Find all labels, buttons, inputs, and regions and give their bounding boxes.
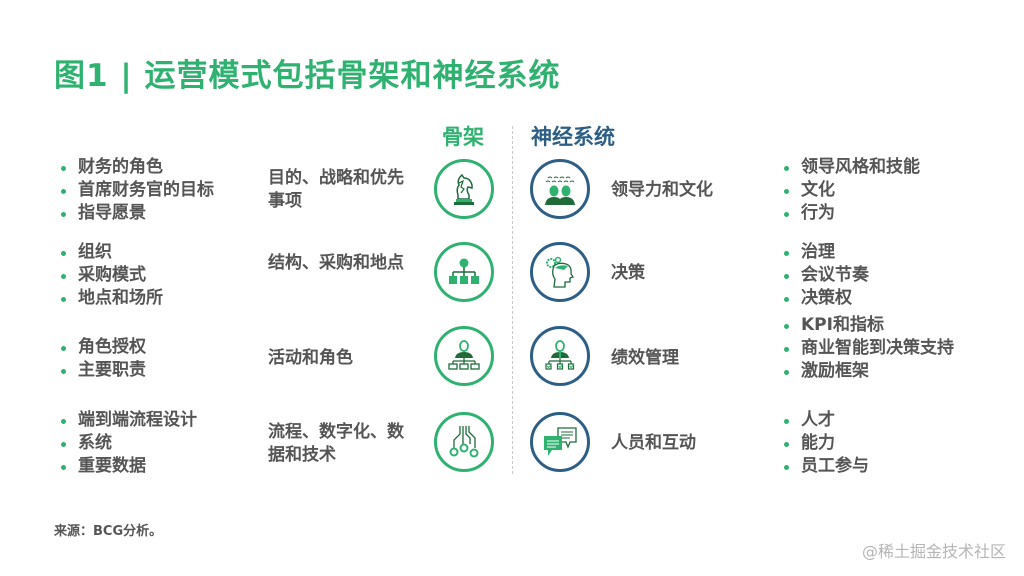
performance-checklist-icon xyxy=(545,340,575,370)
nervous-system-header: 神经系统 xyxy=(531,125,615,149)
skeleton-circle-1 xyxy=(434,159,494,219)
head-gears-icon xyxy=(546,256,575,288)
bullet-item: 主要职责 xyxy=(56,359,146,382)
bullet-item: 角色授权 xyxy=(56,336,146,359)
skeleton-label-1: 目的、战略和优先事项 xyxy=(268,168,404,211)
bullet-item: 重要数据 xyxy=(56,455,197,478)
skeleton-bullets-4: 端到端流程设计 系统 重要数据 xyxy=(56,409,197,478)
bullet-item: 激励框架 xyxy=(779,360,981,383)
nervous-label-2: 决策 xyxy=(611,263,645,283)
skeleton-label-3: 活动和角色 xyxy=(268,348,353,368)
bullet-item: 组织 xyxy=(56,241,163,264)
nervous-bullets-1: 领导风格和技能 文化 行为 xyxy=(779,156,920,225)
bullet-item: 文化 xyxy=(779,179,920,202)
bullet-item: 行为 xyxy=(779,202,920,225)
bullet-item: 首席财务官的目标 xyxy=(56,179,214,202)
skeleton-label-2: 结构、采购和地点 xyxy=(268,253,404,273)
bullet-item: 指导愿景 xyxy=(56,202,214,225)
chat-bubbles-icon xyxy=(544,427,577,456)
bullet-item: 决策权 xyxy=(779,287,869,310)
bullet-item: 人才 xyxy=(779,409,869,432)
skeleton-circle-4 xyxy=(434,412,494,472)
page-title: 图1 | 运营模式包括骨架和神经系统 xyxy=(54,58,561,94)
nervous-label-1: 领导力和文化 xyxy=(611,180,713,200)
bullet-item: 端到端流程设计 xyxy=(56,409,197,432)
manager-hierarchy-icon xyxy=(448,340,480,370)
source-note: 来源：BCG分析。 xyxy=(54,524,163,539)
nervous-bullets-4: 人才 能力 员工参与 xyxy=(779,409,869,478)
bullet-item: 员工参与 xyxy=(779,455,869,478)
bullet-item: 财务的角色 xyxy=(56,156,214,179)
skeleton-bullets-1: 财务的角色 首席财务官的目标 指导愿景 xyxy=(56,156,214,225)
process-flow-icon xyxy=(449,426,479,458)
nervous-bullets-3: KPI和指标 商业智能到决策支持 激励框架 xyxy=(779,314,981,383)
nervous-circle-3 xyxy=(530,326,590,386)
skeleton-bullets-2: 组织 采购模式 地点和场所 xyxy=(56,241,163,310)
nervous-circle-1 xyxy=(530,159,590,219)
watermark: @稀土掘金技术社区 xyxy=(861,542,1006,561)
bullet-item: 会议节奏 xyxy=(779,264,869,287)
bullet-item: 领导风格和技能 xyxy=(779,156,920,179)
skeleton-header: 骨架 xyxy=(442,125,484,149)
nervous-circle-4 xyxy=(530,412,590,472)
skeleton-circle-2 xyxy=(434,242,494,302)
skeleton-circle-3 xyxy=(434,326,494,386)
bullet-item: 商业智能到决策支持 xyxy=(779,337,981,360)
skeleton-bullets-3: 角色授权 主要职责 xyxy=(56,336,146,382)
nervous-circle-2 xyxy=(530,242,590,302)
bullet-item: 能力 xyxy=(779,432,869,455)
column-divider xyxy=(512,126,513,474)
bullet-item: 系统 xyxy=(56,432,197,455)
org-chart-icon xyxy=(449,258,479,284)
crowd-people-icon xyxy=(545,176,575,205)
nervous-label-3: 绩效管理 xyxy=(611,348,679,368)
bullet-item: 治理 xyxy=(779,241,869,264)
bullet-item: KPI和指标 xyxy=(779,314,981,337)
skeleton-label-4: 流程、数字化、数据和技术 xyxy=(268,422,404,465)
nervous-bullets-2: 治理 会议节奏 决策权 xyxy=(779,241,869,310)
chess-knight-icon xyxy=(454,173,474,205)
nervous-label-4: 人员和互动 xyxy=(611,433,696,453)
bullet-item: 地点和场所 xyxy=(56,287,163,310)
bullet-item: 采购模式 xyxy=(56,264,163,287)
